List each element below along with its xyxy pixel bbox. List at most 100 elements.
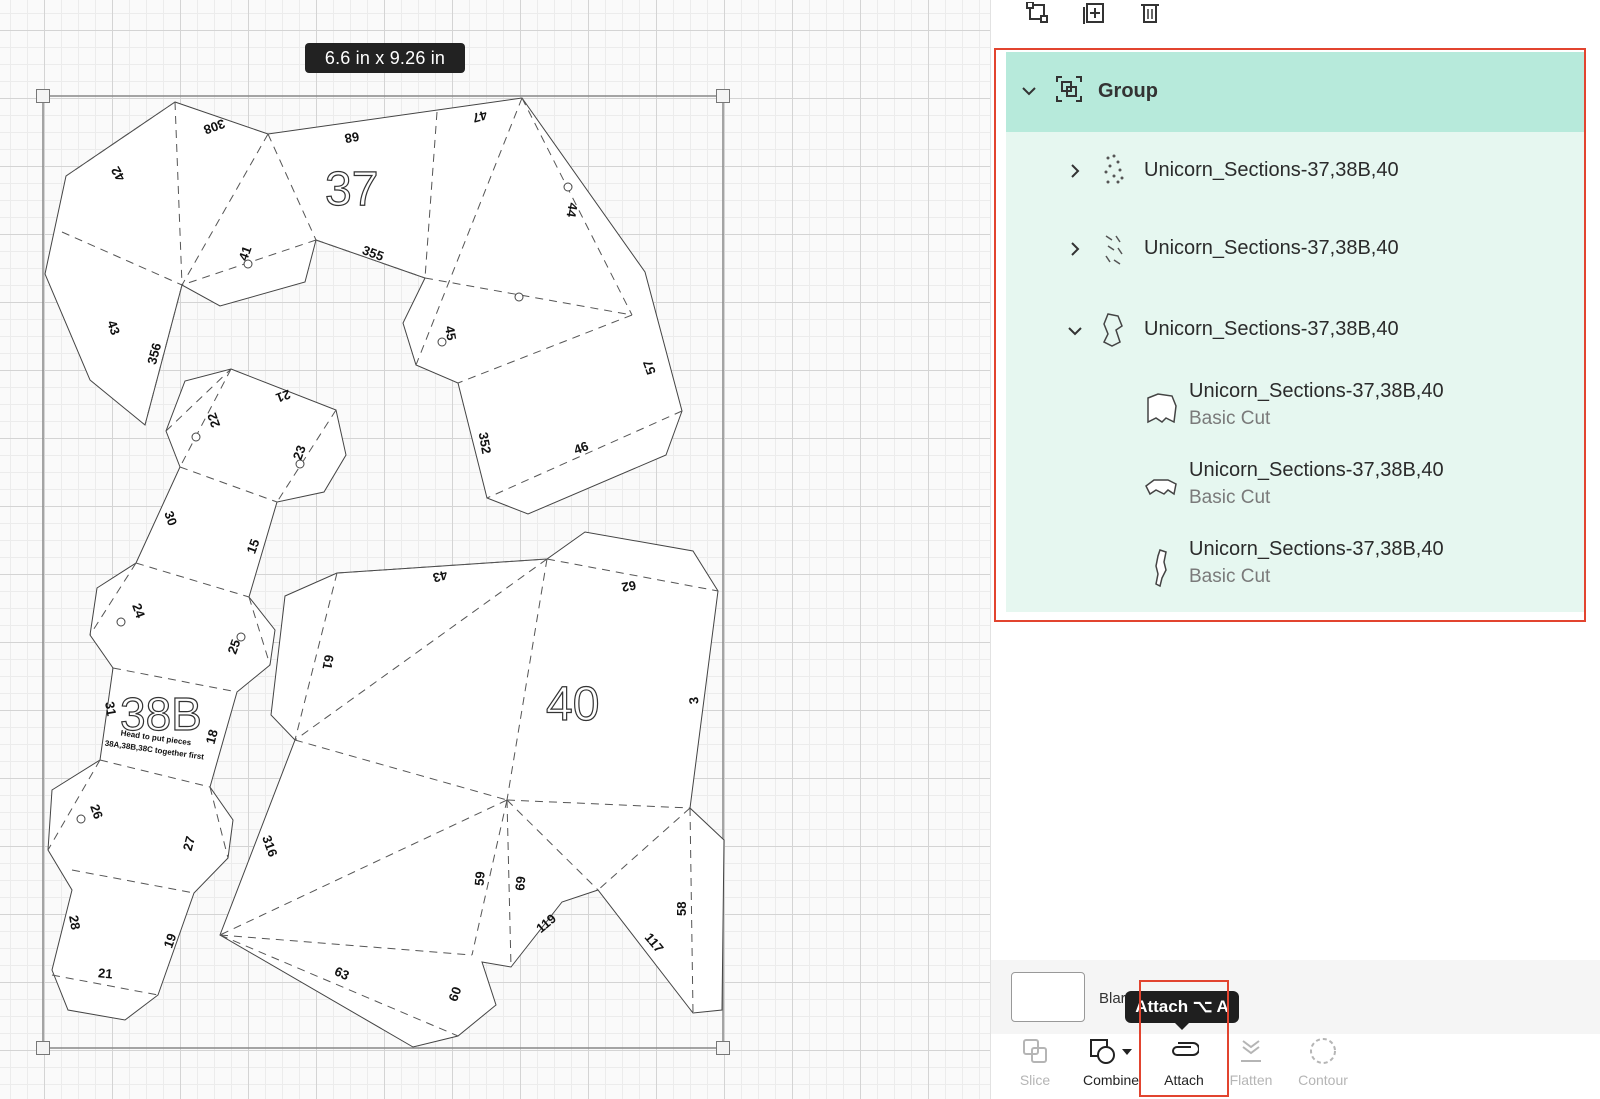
- contour-button[interactable]: Contour: [1283, 1036, 1363, 1096]
- layer-thumbnail-icon: [1100, 232, 1128, 268]
- edge-label: 25: [224, 637, 243, 656]
- sublayer-label: Unicorn_Sections-37,38B,40: [1189, 459, 1444, 481]
- shape-thumbnail-icon: [1144, 468, 1178, 508]
- shape-thumbnail-icon: [1144, 388, 1178, 428]
- contour-icon: [1308, 1036, 1338, 1066]
- sublayer-row[interactable]: Unicorn_Sections-37,38B,40 Basic Cut: [1006, 532, 1584, 612]
- chevron-down-icon[interactable]: [1066, 322, 1084, 340]
- chevron-down-icon[interactable]: [1020, 82, 1038, 100]
- sublayer-label: Unicorn_Sections-37,38B,40: [1189, 380, 1444, 402]
- chevron-right-icon[interactable]: [1066, 162, 1084, 180]
- edge-label: 26: [87, 802, 106, 821]
- slice-label: Slice: [1019, 1072, 1051, 1088]
- resize-handle-bottom-left[interactable]: [36, 1041, 50, 1055]
- cut-pattern-drawing: 37 40 38B Head to put pieces 38A,38B,38C…: [42, 95, 725, 1049]
- edge-label: 19: [160, 931, 179, 950]
- layer-group-row[interactable]: Group: [1006, 52, 1584, 132]
- resize-handle-top-right[interactable]: [716, 89, 730, 103]
- combine-button[interactable]: Combine: [1061, 1036, 1161, 1096]
- layer-label: Unicorn_Sections-37,38B,40: [1144, 159, 1399, 181]
- flatten-icon: [1236, 1036, 1266, 1066]
- edge-label: 3: [686, 696, 702, 705]
- edge-label: 47: [471, 107, 489, 125]
- sublayer-row[interactable]: Unicorn_Sections-37,38B,40 Basic Cut: [1006, 372, 1584, 452]
- slice-button[interactable]: Slice: [995, 1036, 1075, 1096]
- attach-tooltip: Attach ⌥ A: [1125, 991, 1239, 1030]
- edge-label: 57: [640, 358, 659, 377]
- edge-label: 68: [343, 129, 360, 146]
- sublayer-operation: Basic Cut: [1189, 408, 1271, 429]
- design-canvas[interactable]: 37 40 38B Head to put pieces 38A,38B,38C…: [0, 0, 990, 1099]
- edge-label: 21: [98, 965, 114, 981]
- edge-label: 69: [512, 876, 528, 892]
- attach-highlight-box: [1139, 980, 1229, 1097]
- sublayer-operation: Basic Cut: [1189, 487, 1271, 508]
- edge-label: 27: [180, 834, 198, 852]
- edge-label: 352: [476, 431, 495, 455]
- label-40: 40: [546, 678, 599, 731]
- edge-label: 44: [563, 202, 580, 220]
- layers-toolbar: [991, 0, 1600, 40]
- edge-label: 62: [620, 578, 637, 595]
- edge-label: 24: [129, 601, 148, 620]
- edge-label: 59: [472, 871, 488, 887]
- edge-label: 60: [445, 985, 464, 1004]
- edge-label: 22: [204, 411, 223, 430]
- sublayer-label: Unicorn_Sections-37,38B,40: [1189, 538, 1444, 560]
- edge-label: 61: [320, 654, 337, 671]
- bottom-action-bar: [991, 1034, 1600, 1099]
- edge-label: 58: [674, 902, 689, 916]
- contour-label: Contour: [1298, 1072, 1348, 1088]
- edge-label: 63: [332, 963, 351, 983]
- resize-handle-top-left[interactable]: [36, 89, 50, 103]
- piece-38B-shape: [47, 368, 347, 1021]
- duplicate-icon[interactable]: [1077, 0, 1111, 26]
- edge-label: 42: [108, 164, 128, 184]
- group-icon: [1054, 74, 1084, 104]
- layer-group-label: Group: [1098, 80, 1158, 102]
- layers-highlight-box: Group Unicorn_Sections-37,38B,40: [994, 48, 1586, 622]
- blank-canvas-swatch[interactable]: [1011, 972, 1085, 1022]
- delete-icon[interactable]: [1133, 0, 1167, 26]
- attach-button[interactable]: Attach: [1144, 1036, 1224, 1096]
- attach-icon: [1169, 1036, 1199, 1066]
- edge-label: 18: [203, 728, 221, 746]
- shape-thumbnail-icon: [1144, 548, 1178, 588]
- label-37: 37: [325, 163, 378, 216]
- edge-label: 28: [66, 914, 83, 931]
- edge-label: 43: [104, 318, 123, 337]
- combine-label: Combine: [1082, 1072, 1140, 1088]
- edge-label: 45: [442, 325, 459, 342]
- flatten-button[interactable]: Flatten: [1211, 1036, 1291, 1096]
- edge-label: 23: [290, 443, 309, 462]
- resize-handle-bottom-right[interactable]: [716, 1041, 730, 1055]
- dimensions-badge: 6.6 in x 9.26 in: [305, 43, 465, 73]
- attach-label: Attach: [1164, 1072, 1204, 1088]
- layers-list: Group Unicorn_Sections-37,38B,40: [1006, 52, 1584, 612]
- edge-label: 15: [243, 537, 262, 556]
- slice-icon: [1020, 1036, 1050, 1066]
- chevron-right-icon[interactable]: [1066, 240, 1084, 258]
- blank-canvas-label: Blar: [1099, 990, 1126, 1007]
- layer-label: Unicorn_Sections-37,38B,40: [1144, 237, 1399, 259]
- piece-37-shape: [44, 97, 683, 515]
- selection-box: [42, 95, 724, 1049]
- edge-label: 30: [161, 509, 180, 528]
- layers-panel: Group Unicorn_Sections-37,38B,40: [990, 0, 1600, 1099]
- edge-label: 43: [431, 567, 449, 585]
- layer-row[interactable]: Unicorn_Sections-37,38B,40: [1006, 212, 1584, 292]
- edge-label: 46: [572, 438, 591, 457]
- edge-label: 355: [360, 242, 386, 264]
- edge-label: 41: [235, 244, 254, 263]
- layer-row-expanded[interactable]: Unicorn_Sections-37,38B,40: [1006, 292, 1584, 372]
- layer-thumbnail-icon: [1100, 312, 1128, 348]
- label-38B: 38B: [120, 688, 202, 740]
- layer-thumbnail-icon: [1100, 152, 1128, 188]
- layer-row[interactable]: Unicorn_Sections-37,38B,40: [1006, 132, 1584, 212]
- layer-label: Unicorn_Sections-37,38B,40: [1144, 318, 1399, 340]
- edge-label: 356: [144, 341, 164, 366]
- edge-label: 316: [259, 833, 281, 859]
- sublayer-row[interactable]: Unicorn_Sections-37,38B,40 Basic Cut: [1006, 452, 1584, 532]
- edge-label: 308: [202, 116, 228, 138]
- ungroup-icon[interactable]: [1021, 0, 1055, 26]
